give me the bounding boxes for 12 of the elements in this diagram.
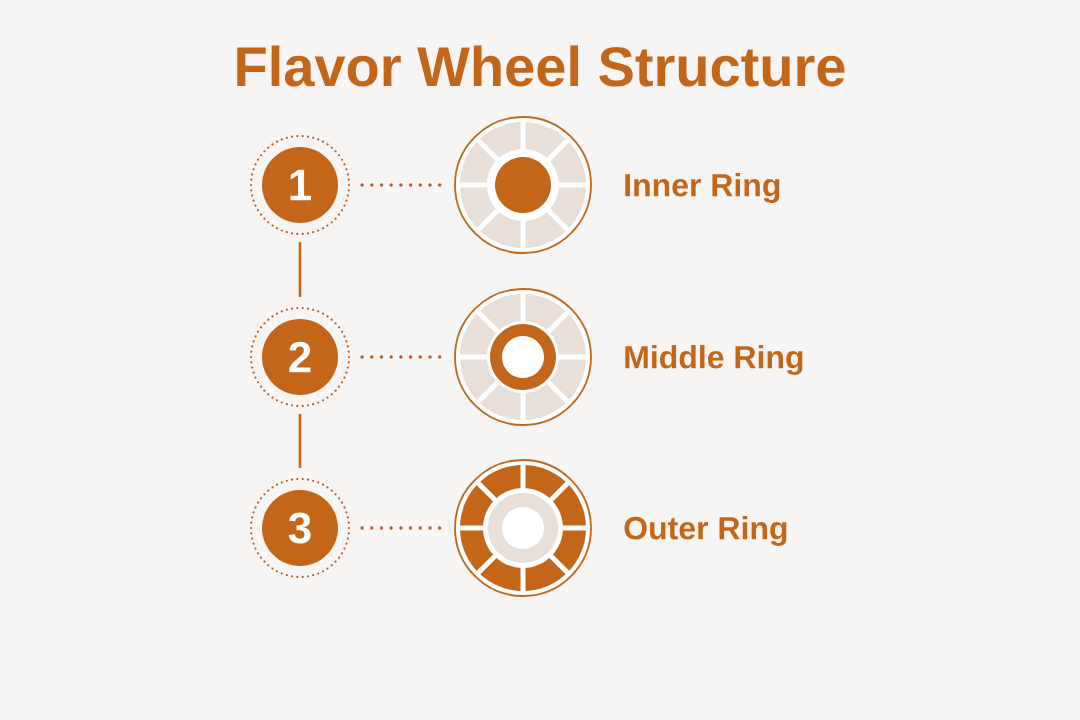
number-badge: 1 — [249, 134, 351, 236]
connector-line — [298, 414, 302, 468]
number-badge: 3 — [249, 477, 351, 579]
ring-label: Inner Ring — [625, 173, 780, 203]
number-badge: 2 — [249, 306, 351, 408]
title: Flavor Wheel Structure — [237, 45, 845, 87]
ring-label: Middle Ring — [625, 345, 803, 375]
ring-label: Outer Ring — [624, 516, 787, 546]
connector-line — [360, 183, 443, 187]
connector-line — [360, 355, 443, 359]
connector-line — [360, 526, 443, 530]
connector-line — [298, 242, 302, 297]
